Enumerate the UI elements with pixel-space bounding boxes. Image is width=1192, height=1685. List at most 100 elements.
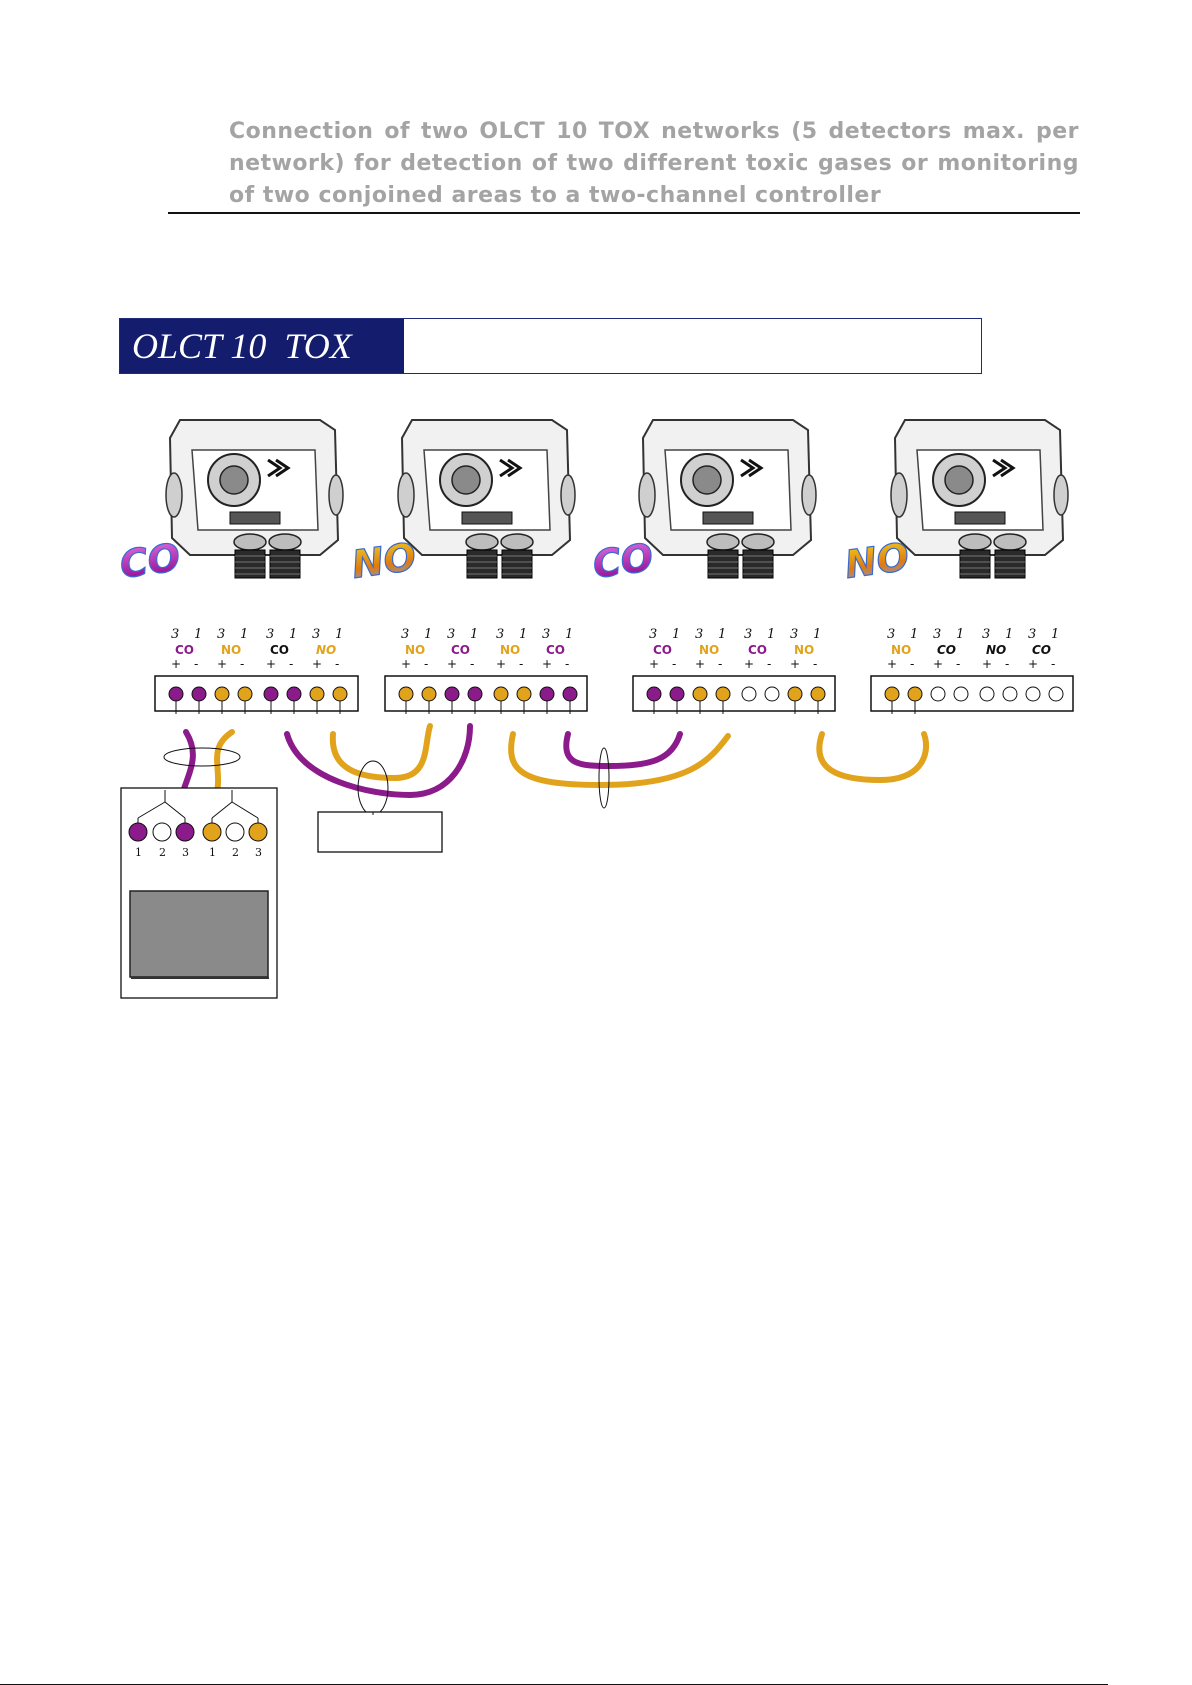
terminal-gas-label: NO xyxy=(500,643,520,657)
terminal-gas-label: CO xyxy=(653,643,672,657)
terminal-number: 3 xyxy=(312,627,320,642)
terminal-polarity: - xyxy=(813,657,817,671)
terminal-number: 3 xyxy=(401,627,409,642)
terminal-pin-empty xyxy=(979,686,995,702)
terminal-pin-co xyxy=(263,686,279,702)
terminal-gas-label: NO xyxy=(699,643,719,657)
terminal-gas-label: CO xyxy=(175,643,194,657)
cable-gland xyxy=(994,549,1026,579)
terminal-strip-4 xyxy=(870,675,1074,712)
mounting-lug xyxy=(890,472,908,518)
terminal-polarity: + xyxy=(649,657,659,671)
mounting-lug xyxy=(638,472,656,518)
cable-gland xyxy=(269,549,301,579)
terminal-block-icon xyxy=(229,511,281,525)
terminal-number: 1 xyxy=(470,627,478,642)
terminal-number: 1 xyxy=(424,627,432,642)
terminal-number: 1 xyxy=(240,627,248,642)
sensor-window xyxy=(692,465,722,495)
terminal-pin-no xyxy=(907,686,923,702)
sensor-window xyxy=(944,465,974,495)
connector-pins-icon xyxy=(267,458,291,478)
terminal-polarity: - xyxy=(767,657,771,671)
terminal-polarity: + xyxy=(171,657,181,671)
terminal-polarity: - xyxy=(956,657,960,671)
connector-pins-icon xyxy=(499,458,523,478)
cable-gland xyxy=(707,549,739,579)
cable-gland-nut xyxy=(958,533,992,551)
terminal-gas-label: NO xyxy=(794,643,814,657)
terminal-polarity: + xyxy=(887,657,897,671)
terminal-polarity: + xyxy=(933,657,943,671)
mounting-lug xyxy=(1053,474,1069,516)
wire-lead xyxy=(137,801,166,819)
terminal-number: 3 xyxy=(496,627,504,642)
detector-gas-label: CO xyxy=(117,535,183,587)
terminal-pin-co xyxy=(444,686,460,702)
terminal-number: 1 xyxy=(335,627,343,642)
detector-2: NO xyxy=(349,419,576,588)
terminal-number: 1 xyxy=(767,627,775,642)
terminal-pin-empty xyxy=(1002,686,1018,702)
terminal-gas-label: NO xyxy=(405,643,425,657)
terminal-number: 3 xyxy=(1028,627,1036,642)
terminal-strip-2 xyxy=(384,675,588,712)
terminal-polarity: - xyxy=(1051,657,1055,671)
terminal-polarity: - xyxy=(910,657,914,671)
terminal-gas-label: CO xyxy=(1032,643,1051,657)
detector-gas-label: CO xyxy=(590,535,656,587)
terminal-polarity: - xyxy=(519,657,523,671)
terminal-pin-no xyxy=(884,686,900,702)
terminal-pin-no xyxy=(309,686,325,702)
terminal-number: 1 xyxy=(565,627,573,642)
terminal-polarity: + xyxy=(266,657,276,671)
terminal-polarity: - xyxy=(335,657,339,671)
terminal-strip-1 xyxy=(154,675,359,712)
detector-gas-label: NO xyxy=(349,534,419,586)
terminal-polarity: - xyxy=(672,657,676,671)
terminal-gas-label: CO xyxy=(270,643,289,657)
terminal-number: 1 xyxy=(194,627,202,642)
terminal-polarity: + xyxy=(542,657,552,671)
controller-terminal-empty xyxy=(152,822,172,842)
detector-gas-label: NO xyxy=(842,534,912,586)
wire-lead xyxy=(231,801,259,819)
controller-terminal-co xyxy=(128,822,148,842)
terminal-number: 3 xyxy=(744,627,752,642)
page-heading: Connection of two OLCT 10 TOX networks (… xyxy=(229,119,1079,208)
terminal-number: 3 xyxy=(447,627,455,642)
terminal-number: 1 xyxy=(1005,627,1013,642)
terminal-pin-co xyxy=(646,686,662,702)
terminal-number: 3 xyxy=(887,627,895,642)
terminal-gas-label: NO xyxy=(221,643,241,657)
terminal-pin-no xyxy=(493,686,509,702)
controller-terminal-no xyxy=(248,822,268,842)
terminal-pin-no xyxy=(787,686,803,702)
terminal-number: 1 xyxy=(672,627,680,642)
cable-gland xyxy=(234,549,266,579)
terminal-polarity: - xyxy=(240,657,244,671)
terminal-number: 3 xyxy=(542,627,550,642)
cable-gland-nut xyxy=(233,533,267,551)
terminal-polarity: - xyxy=(289,657,293,671)
terminal-gas-label: CO xyxy=(937,643,956,657)
connector-pins-icon xyxy=(740,458,764,478)
terminal-number: 1 xyxy=(289,627,297,642)
terminal-polarity: + xyxy=(695,657,705,671)
terminal-pin-no xyxy=(516,686,532,702)
terminal-strip-3 xyxy=(632,675,836,712)
terminal-pin-no xyxy=(692,686,708,702)
terminal-polarity: - xyxy=(1005,657,1009,671)
no-wire xyxy=(329,723,433,781)
detector-4: NO xyxy=(842,419,1069,588)
cable-gland-nut xyxy=(465,533,499,551)
terminal-pin-no xyxy=(810,686,826,702)
terminal-number: 3 xyxy=(695,627,703,642)
controller-display-panel xyxy=(129,890,269,978)
terminal-pin-no xyxy=(398,686,414,702)
no-wire xyxy=(508,731,731,788)
terminal-pin-co xyxy=(191,686,207,702)
terminal-polarity: + xyxy=(1028,657,1038,671)
no-wire xyxy=(816,731,930,783)
terminal-polarity: + xyxy=(401,657,411,671)
